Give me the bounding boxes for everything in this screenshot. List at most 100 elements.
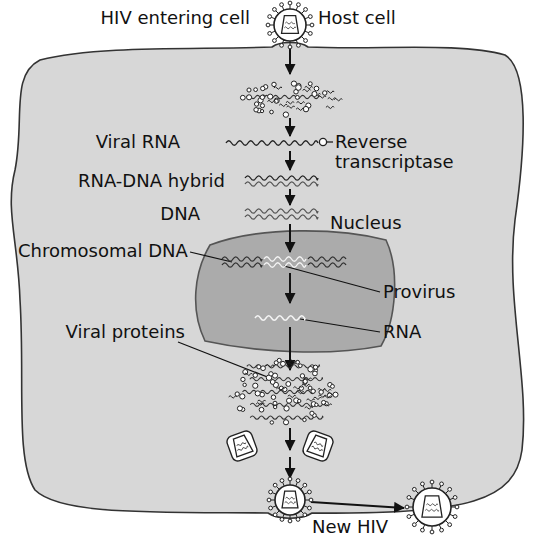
protein-particle bbox=[314, 86, 319, 91]
chromosomal-dna-strand bbox=[308, 263, 346, 267]
protein-particle bbox=[260, 109, 263, 112]
envelope-spike bbox=[305, 500, 309, 501]
spike-knob bbox=[273, 8, 277, 12]
rna-fragment bbox=[328, 392, 336, 394]
protein-particle bbox=[269, 372, 273, 376]
protein-particle bbox=[299, 386, 303, 390]
protein-particle bbox=[308, 386, 312, 390]
flow-arrow bbox=[289, 428, 291, 450]
text-label: Provirus bbox=[383, 282, 503, 302]
rna-fragment bbox=[258, 400, 266, 402]
rna-fragment bbox=[288, 395, 296, 397]
envelope-spike bbox=[282, 7, 284, 11]
protein-particle bbox=[308, 367, 313, 372]
rna-fragment bbox=[243, 390, 316, 393]
protein-particle bbox=[260, 104, 264, 108]
protein-particle bbox=[303, 379, 307, 383]
leader-line bbox=[178, 342, 270, 378]
rna-fragment bbox=[279, 104, 287, 106]
rna-fragment bbox=[323, 389, 331, 391]
envelope-spike bbox=[416, 520, 419, 523]
protein-particle bbox=[296, 85, 302, 91]
node-label: Host cell bbox=[318, 8, 396, 28]
spike-knob bbox=[269, 506, 273, 510]
protein-particle bbox=[247, 95, 252, 100]
protein-particle bbox=[241, 377, 245, 381]
envelope-spike bbox=[411, 514, 415, 516]
envelope-spike bbox=[272, 31, 276, 33]
spike-knob bbox=[268, 15, 272, 19]
envelope-spike bbox=[306, 25, 310, 26]
text-label: Viral RNA bbox=[30, 132, 180, 152]
particle-cluster bbox=[240, 81, 342, 117]
spike-knob bbox=[288, 45, 292, 49]
protein-particle bbox=[315, 403, 318, 406]
protein-particle bbox=[243, 383, 246, 386]
envelope-spike bbox=[276, 36, 279, 39]
rna-fragment bbox=[267, 100, 275, 102]
protein-particle bbox=[261, 86, 265, 90]
envelope-spike bbox=[432, 484, 433, 488]
protein-particle bbox=[296, 83, 301, 88]
envelope-spike bbox=[283, 482, 285, 486]
protein-particle bbox=[283, 387, 287, 391]
spike-knob bbox=[448, 523, 452, 527]
protein-particle bbox=[294, 398, 299, 403]
protein-particle bbox=[283, 112, 288, 117]
envelope-spike bbox=[445, 520, 448, 523]
nucleus: Nucleus bbox=[190, 225, 400, 360]
spike-knob bbox=[303, 513, 307, 517]
rna-fragment bbox=[305, 407, 313, 409]
spike-knob bbox=[288, 477, 292, 481]
spike-knob bbox=[308, 15, 312, 19]
protein-particle bbox=[260, 392, 265, 397]
capsid bbox=[307, 434, 329, 457]
envelope-spike bbox=[409, 507, 413, 508]
envelope-spike bbox=[445, 491, 448, 494]
envelope-spike bbox=[450, 498, 454, 500]
protein-particle bbox=[272, 82, 276, 86]
spike-knob bbox=[430, 480, 434, 484]
envelope-spike bbox=[423, 525, 425, 529]
spike-knob bbox=[430, 530, 434, 534]
flow-arrow bbox=[289, 47, 291, 74]
envelope-spike bbox=[304, 506, 308, 508]
rna-fragment bbox=[297, 102, 305, 104]
envelope-spike bbox=[451, 507, 455, 508]
envelope-spike bbox=[416, 491, 419, 494]
spike-knob bbox=[453, 515, 457, 519]
protein-particle bbox=[253, 373, 257, 377]
rna-fragment bbox=[303, 89, 311, 91]
leader-line bbox=[284, 266, 380, 292]
protein-particle bbox=[313, 365, 317, 369]
protein-particle bbox=[323, 91, 327, 95]
spike-knob bbox=[407, 496, 411, 500]
protein-particle bbox=[258, 98, 263, 103]
viral-envelope bbox=[275, 485, 305, 515]
capsid-rna bbox=[314, 442, 324, 447]
dna-strand bbox=[245, 215, 318, 219]
protein-particle bbox=[311, 389, 315, 393]
spike-knob bbox=[288, 519, 292, 523]
chromosomal-dna-strand bbox=[308, 257, 346, 261]
protein-particle bbox=[241, 407, 245, 411]
envelope-spike bbox=[296, 482, 298, 486]
spike-knob bbox=[448, 487, 452, 491]
spike-knob bbox=[288, 1, 292, 5]
envelope-spike bbox=[290, 481, 291, 485]
leader-line bbox=[190, 252, 232, 262]
protein-particle bbox=[324, 402, 328, 406]
spike-knob bbox=[280, 3, 284, 7]
rna-fragment bbox=[266, 365, 274, 367]
protein-particle bbox=[284, 406, 289, 411]
spike-knob bbox=[273, 483, 277, 487]
hiv-virion bbox=[266, 1, 314, 49]
spike-knob bbox=[412, 523, 416, 527]
envelope-spike bbox=[296, 40, 298, 44]
capsid-shell bbox=[301, 429, 334, 462]
envelope-spike bbox=[283, 514, 285, 518]
viral-envelope bbox=[413, 488, 451, 526]
rna-fragment bbox=[303, 378, 311, 380]
capsid-rna bbox=[285, 502, 296, 504]
